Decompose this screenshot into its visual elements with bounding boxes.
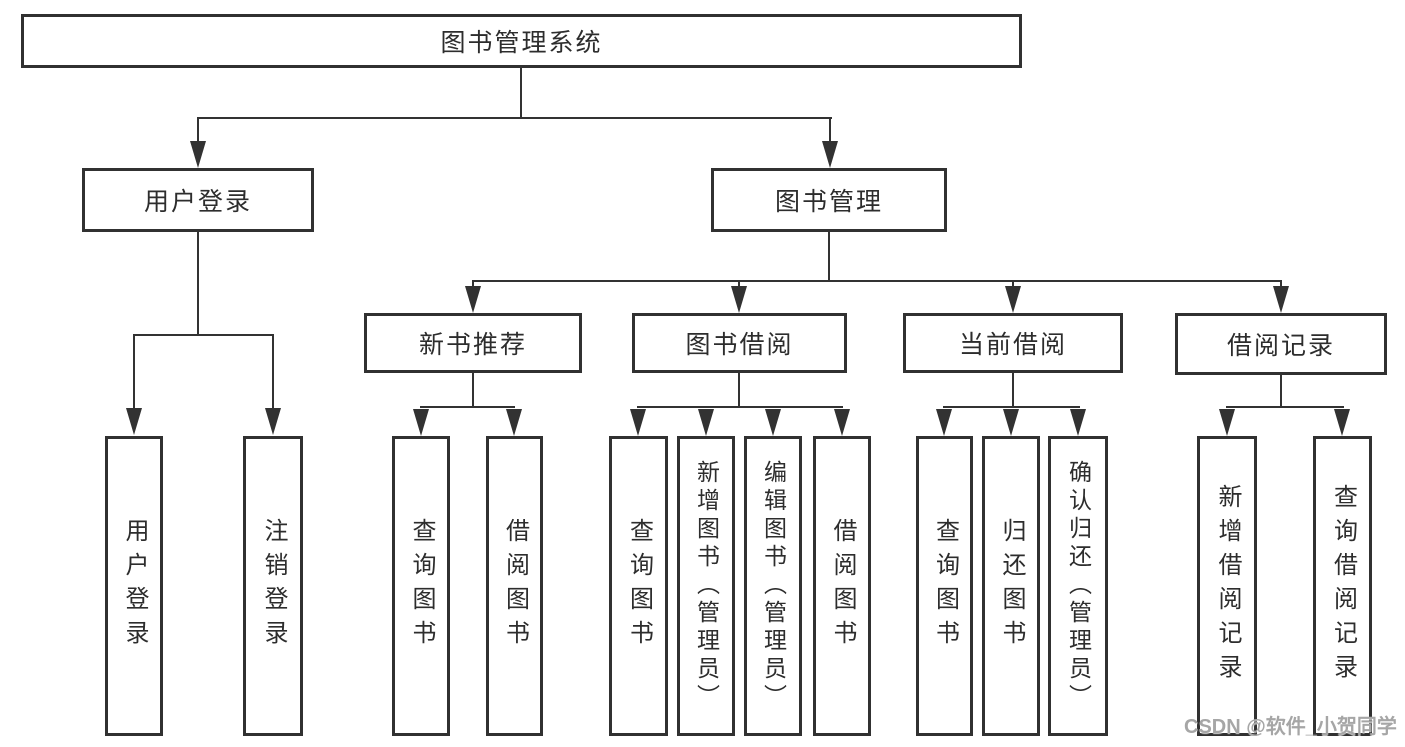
- leaf-query-books-borrowing: 查询图书: [609, 436, 668, 736]
- leaf-logout: 注销登录: [243, 436, 303, 736]
- connector-line: [943, 406, 1080, 408]
- connector-line: [738, 280, 740, 290]
- arrow-down-icon: [731, 286, 747, 313]
- leaf-label: 查询借阅记录: [1329, 484, 1357, 688]
- arrow-down-icon: [698, 409, 714, 436]
- leaf-return-books: 归还图书: [982, 436, 1040, 736]
- node-label: 图书管理系统: [440, 29, 603, 57]
- arrow-down-icon: [765, 409, 781, 436]
- leaf-label: 新增借阅记录: [1214, 484, 1241, 688]
- connector-line: [1280, 280, 1282, 290]
- node-label: 当前借阅: [958, 331, 1067, 359]
- node-label: 借阅记录: [1226, 332, 1335, 360]
- arrow-down-icon: [936, 409, 952, 436]
- leaf-label: 查询图书: [408, 518, 435, 654]
- node-label: 用户登录: [143, 188, 252, 216]
- node-label: 新书推荐: [418, 331, 527, 359]
- arrow-down-icon: [506, 409, 522, 436]
- connector-line: [637, 406, 843, 408]
- leaf-label: 确认归还（管理员）: [1065, 460, 1092, 712]
- connector-line: [1280, 374, 1282, 408]
- leaf-label: 编辑图书（管理员）: [760, 460, 787, 712]
- connector-line: [472, 280, 474, 290]
- node-new-book-recommendation: 新书推荐: [364, 313, 582, 373]
- csdn-watermark: CSDN @软件_小贺同学: [1184, 716, 1397, 738]
- node-label: 图书借阅: [685, 331, 794, 359]
- connector-line: [520, 67, 522, 118]
- connector-line: [738, 372, 740, 408]
- node-label: 图书管理: [774, 188, 883, 216]
- leaf-query-books-current: 查询图书: [916, 436, 973, 736]
- leaf-label: 查询图书: [625, 518, 653, 654]
- node-book-management: 图书管理: [711, 168, 947, 232]
- leaf-label: 借阅图书: [501, 518, 529, 654]
- node-current-borrowing: 当前借阅: [903, 313, 1123, 373]
- arrow-down-icon: [190, 141, 206, 168]
- leaf-add-borrow-record: 新增借阅记录: [1197, 436, 1257, 736]
- leaf-label: 借阅图书: [829, 518, 856, 654]
- arrow-down-icon: [465, 286, 481, 313]
- leaf-label: 用户登录: [121, 518, 148, 654]
- connector-line: [197, 117, 199, 143]
- arrow-down-icon: [1334, 409, 1350, 436]
- arrow-down-icon: [1273, 286, 1289, 313]
- connector-line: [133, 334, 135, 410]
- arrow-down-icon: [1070, 409, 1086, 436]
- leaf-query-books-recommend: 查询图书: [392, 436, 450, 736]
- leaf-label: 归还图书: [998, 518, 1025, 654]
- leaf-confirm-return-admin: 确认归还（管理员）: [1048, 436, 1108, 736]
- leaf-label: 查询图书: [931, 518, 959, 654]
- node-user-login-branch: 用户登录: [82, 168, 314, 232]
- connector-line: [1012, 372, 1014, 408]
- leaf-label: 新增图书（管理员）: [693, 460, 720, 712]
- node-book-borrowing: 图书借阅: [632, 313, 847, 373]
- arrow-down-icon: [834, 409, 850, 436]
- arrow-down-icon: [1219, 409, 1235, 436]
- connector-line: [133, 334, 274, 336]
- connector-line: [197, 117, 832, 119]
- leaf-edit-book-admin: 编辑图书（管理员）: [744, 436, 802, 736]
- connector-line: [1012, 280, 1014, 290]
- arrow-down-icon: [126, 408, 142, 435]
- node-borrowing-records: 借阅记录: [1175, 313, 1387, 375]
- node-library-management-system: 图书管理系统: [21, 14, 1022, 68]
- arrow-down-icon: [413, 409, 429, 436]
- arrow-down-icon: [1005, 286, 1021, 313]
- connector-line: [1226, 406, 1344, 408]
- connector-line: [472, 280, 1282, 282]
- leaf-user-login: 用户登录: [105, 436, 163, 736]
- connector-line: [828, 230, 830, 282]
- connector-line: [272, 334, 274, 410]
- connector-line: [197, 230, 199, 336]
- leaf-query-borrow-record: 查询借阅记录: [1313, 436, 1372, 736]
- arrow-down-icon: [630, 409, 646, 436]
- leaf-borrow-books: 借阅图书: [813, 436, 871, 736]
- connector-line: [472, 372, 474, 408]
- leaf-label: 注销登录: [260, 518, 287, 654]
- arrow-down-icon: [822, 141, 838, 168]
- leaf-add-book-admin: 新增图书（管理员）: [677, 436, 735, 736]
- connector-line: [829, 117, 831, 143]
- leaf-borrow-books-recommend: 借阅图书: [486, 436, 543, 736]
- connector-line: [420, 406, 515, 408]
- arrow-down-icon: [265, 408, 281, 435]
- arrow-down-icon: [1003, 409, 1019, 436]
